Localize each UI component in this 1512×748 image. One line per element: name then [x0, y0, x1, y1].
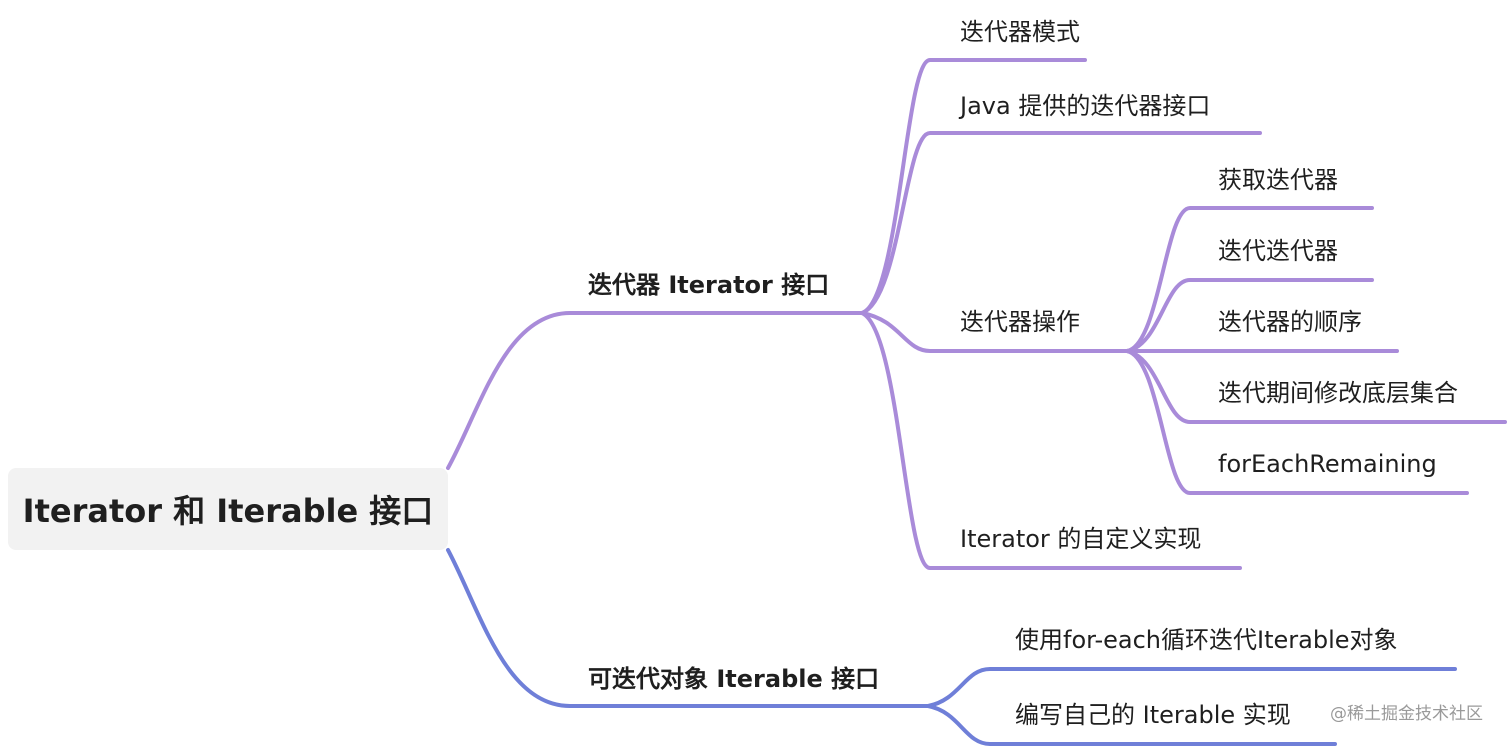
- node-get-iterator: 获取迭代器: [1218, 166, 1338, 194]
- node-modify-underlying-collection: 迭代期间修改底层集合: [1218, 379, 1458, 407]
- node-for-each-remaining: forEachRemaining: [1218, 450, 1437, 478]
- root-label: Iterator 和 Iterable 接口: [22, 492, 434, 530]
- connector-root-iterator: [446, 311, 864, 470]
- node-iterator-pattern: 迭代器模式: [960, 18, 1080, 46]
- connector-iterator-pattern: [860, 58, 1087, 315]
- root-node: Iterator 和 Iterable 接口: [8, 468, 448, 550]
- connector-for-each-loop: [926, 667, 1457, 708]
- branch-iterator-label: 迭代器 Iterator 接口: [588, 271, 830, 299]
- node-java-iterator-interface: Java 提供的迭代器接口: [960, 92, 1211, 120]
- connector-write-iterable: [926, 704, 1337, 746]
- connector-get-iterator: [1125, 206, 1374, 353]
- node-write-own-iterable: 编写自己的 Iterable 实现: [1015, 701, 1291, 729]
- node-iterator-order: 迭代器的顺序: [1218, 308, 1362, 336]
- node-iterate-iterator: 迭代迭代器: [1218, 237, 1338, 265]
- node-custom-iterator-impl: Iterator 的自定义实现: [960, 525, 1202, 553]
- connector-for-each-remaining: [1125, 349, 1469, 495]
- connector-java-interface: [860, 131, 1262, 315]
- connector-iterate-iterator: [1125, 278, 1374, 353]
- node-iterator-operations: 迭代器操作: [960, 308, 1080, 336]
- connector-iterator-ops: [860, 311, 1129, 353]
- node-for-each-loop: 使用for-each循环迭代Iterable对象: [1015, 626, 1398, 654]
- watermark: @稀土掘金技术社区: [1330, 704, 1483, 724]
- connector-custom-impl: [860, 311, 1242, 570]
- branch-iterable-label: 可迭代对象 Iterable 接口: [588, 665, 880, 693]
- connector-root-iterable: [446, 548, 930, 708]
